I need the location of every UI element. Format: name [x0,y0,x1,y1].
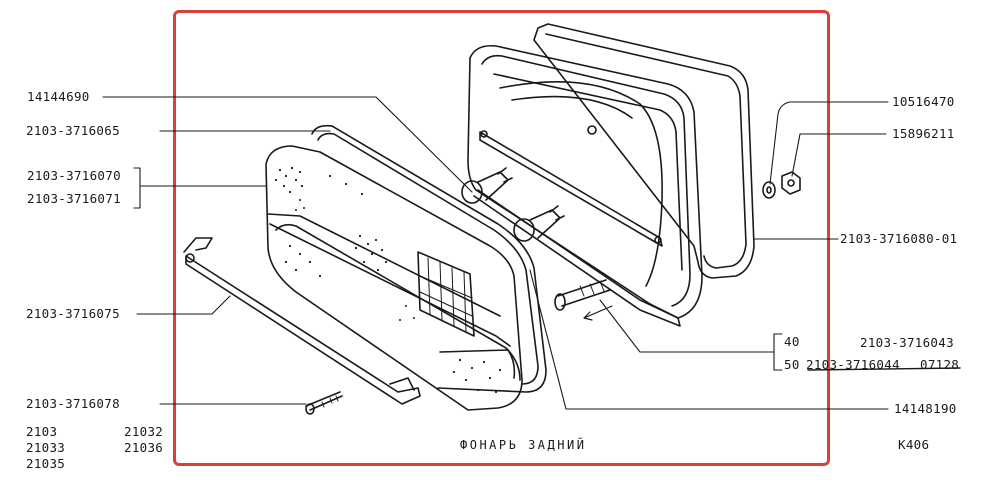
lens-gasket [311,124,547,393]
highlight-frame [173,10,830,466]
leader-lines [102,96,961,410]
bulb-upper [461,167,513,204]
lens-assembly [265,145,523,411]
mounting-bolt [554,279,613,321]
label-length-40: 40 [784,334,800,349]
label-2103-3716075: 2103-3716075 [26,306,120,321]
label-14148190: 14148190 [894,401,957,416]
lamp-housing [467,44,703,327]
model-21033: 21033 [26,440,66,455]
label-07128: 07128 [920,357,960,372]
label-2103-3716065: 2103-3716065 [26,123,120,138]
sheet-code: К406 [898,437,930,452]
model-2103: 2103 [26,424,58,439]
label-2103-3716078: 2103-3716078 [26,396,120,411]
label-10516470: 10516470 [892,94,955,109]
bulb-lower [513,205,565,242]
label-14144690: 14144690 [27,89,90,104]
rear-gasket [533,23,755,279]
nut [781,171,801,195]
label-length-50: 50 [784,357,800,372]
diagram-caption: ФОНАРЬ ЗАДНИЙ [460,438,587,452]
label-15896211: 15896211 [892,126,955,141]
model-21032: 21032 [124,424,164,439]
model-21035: 21035 [26,456,66,471]
retaining-strip [183,237,421,405]
label-2103-3716080-01: 2103-3716080-01 [840,231,958,246]
lens-texture [274,166,502,394]
washer [762,181,776,199]
label-2103-3716043: 2103-3716043 [860,335,954,350]
model-21036: 21036 [124,440,164,455]
lens-screw [305,391,343,415]
label-2103-3716044: 2103-3716044 [806,357,900,372]
label-2103-3716070: 2103-3716070 [27,168,121,183]
label-2103-3716071: 2103-3716071 [27,191,121,206]
